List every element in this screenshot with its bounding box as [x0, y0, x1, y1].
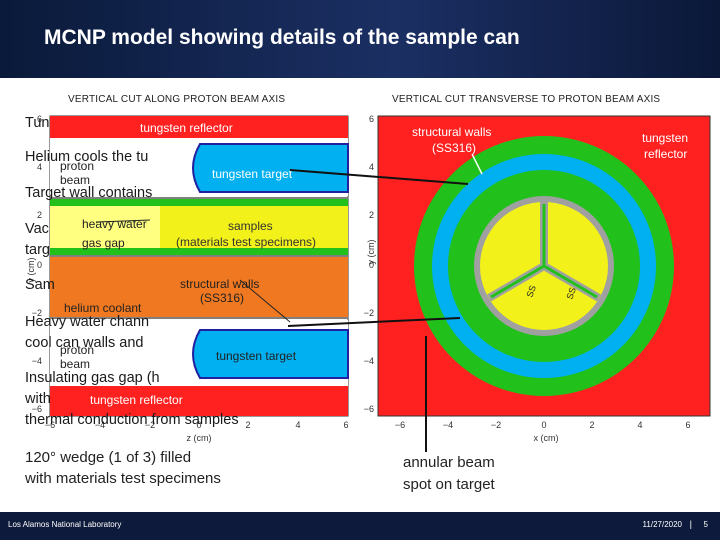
label-tungsten-reflector-top: tungsten reflector	[140, 121, 233, 135]
left-plot-caption: VERTICAL CUT ALONG PROTON BEAM AXIS	[68, 94, 286, 105]
right-ytick: −2	[364, 308, 374, 318]
bullet-line-7: Heavy water chann	[25, 314, 150, 330]
left-xtick: −6	[45, 420, 55, 430]
right-ylabel: y (cm)	[366, 240, 376, 265]
right-xtick: −2	[491, 420, 501, 430]
right-label-structural-walls-sub: (SS316)	[432, 141, 476, 155]
right-ytick: 6	[369, 114, 374, 124]
right-y-ticks: 6 4 2 0 −2 −4 −6	[364, 114, 374, 414]
left-helium-band	[50, 256, 348, 318]
footer-date: 11/27/2020	[642, 520, 682, 529]
left-ytick: −4	[32, 356, 42, 366]
left-ytick: 0	[37, 260, 42, 270]
right-ytick: −6	[364, 404, 374, 414]
left-xlabel: z (cm)	[187, 433, 212, 443]
bullet-line-9: Insulating gas gap (h	[25, 370, 160, 386]
right-label-structural-walls: structural walls	[412, 125, 491, 139]
bullet-line-11: thermal conduction from samples	[25, 412, 239, 428]
slide-title: MCNP model showing details of the sample…	[44, 26, 520, 49]
label-proton-top: proton	[60, 159, 94, 173]
left-ytick: −2	[32, 308, 42, 318]
right-wedge-channels	[490, 204, 598, 299]
left-ytick: 4	[37, 162, 42, 172]
right-channel-right	[543, 264, 598, 299]
left-xtick: 6	[343, 420, 348, 430]
right-xtick: −6	[395, 420, 405, 430]
wedge-caption-line1: 120° wedge (1 of 3) filled	[25, 449, 192, 466]
right-ytick: −4	[364, 356, 374, 366]
leader-line	[239, 279, 291, 323]
right-label-reflector: reflector	[644, 147, 687, 161]
left-target-bottom	[192, 329, 349, 379]
arrow-line	[287, 317, 461, 327]
right-plot: 6 4 2 0 −2 −4 −6 −6 −4 −2 0 2 4 6 x (cm)…	[364, 114, 711, 443]
leader-line	[95, 219, 151, 223]
slide-header: MCNP model showing details of the sample…	[0, 0, 720, 78]
left-ytick: −6	[32, 404, 42, 414]
right-xtick: 6	[685, 420, 690, 430]
left-xtick: −4	[95, 420, 105, 430]
right-ytick: 2	[369, 210, 374, 220]
left-xtick: 4	[295, 420, 300, 430]
right-x-ticks: −6 −4 −2 0 2 4 6	[395, 420, 691, 430]
right-xlabel: x (cm)	[534, 433, 559, 443]
bullet-line-2: Helium cools the tu	[25, 149, 149, 165]
right-label-tungsten: tungsten	[642, 131, 688, 145]
footer-page-number: 5	[703, 520, 708, 529]
label-beam-top: beam	[60, 173, 90, 187]
footer-lab-name: Los Alamos National Laboratory	[8, 520, 122, 529]
right-ytick: 0	[369, 260, 374, 270]
right-label-ss-b: SS	[564, 286, 578, 301]
beam-caption-line2: spot on target	[403, 476, 495, 493]
left-gasgap-band	[50, 206, 160, 248]
label-helium-coolant: helium coolant	[64, 301, 142, 315]
bullet-line-5: targ	[25, 242, 50, 258]
beam-caption-line1: annular beam	[403, 454, 495, 471]
label-proton-bottom: proton	[60, 343, 94, 357]
left-x-ticks: −6 −4 −2 0 2 4 6	[45, 420, 349, 430]
right-xtick: 2	[589, 420, 594, 430]
arrow-line	[289, 169, 469, 185]
label-structural-walls: structural walls	[180, 277, 259, 291]
right-channel-left	[490, 264, 545, 299]
bullet-line-6: Sam	[25, 277, 55, 293]
left-xtick: 2	[245, 420, 250, 430]
bullet-line-1: Tun	[25, 115, 50, 131]
right-leader-line	[471, 153, 483, 175]
bullet-line-4: Vac	[25, 221, 49, 237]
right-xtick: 0	[541, 420, 546, 430]
label-tungsten-target-top: tungsten target	[212, 167, 293, 181]
left-reflector-top	[50, 116, 348, 138]
left-ytick: 2	[37, 210, 42, 220]
wedge-caption-line2: with materials test specimens	[25, 470, 221, 487]
left-ylabel: y (cm)	[26, 258, 36, 283]
label-tungsten-target-bottom: tungsten target	[216, 349, 297, 363]
bullet-line-8: cool can walls and	[25, 335, 144, 351]
left-plot: 6 4 2 0 −2 −4 −6 −6 −4 −2 0 2 4 6 z (cm)…	[26, 114, 349, 443]
footer-separator: |	[689, 519, 692, 529]
left-target-top	[192, 143, 349, 193]
right-plot-caption: VERTICAL CUT TRANSVERSE TO PROTON BEAM A…	[392, 94, 661, 105]
right-xtick: 4	[637, 420, 642, 430]
bullet-line-10: with	[25, 391, 51, 407]
label-beam-bottom: beam	[60, 357, 90, 371]
label-structural-walls-sub: (SS316)	[200, 291, 244, 305]
left-samples-band	[160, 206, 348, 248]
left-xtick: −2	[145, 420, 155, 430]
left-y-ticks: 6 4 2 0 −2 −4 −6	[32, 114, 42, 414]
right-label-ss-a: SS	[524, 284, 538, 299]
left-xtick: 0	[196, 420, 201, 430]
right-ytick: 4	[369, 162, 374, 172]
label-samples-sub: (materials test specimens)	[176, 235, 316, 249]
label-samples: samples	[228, 219, 273, 233]
label-tungsten-reflector-bottom: tungsten reflector	[90, 393, 183, 407]
left-ytick: 6	[37, 114, 42, 124]
bullet-line-3: Target wall contains	[25, 185, 153, 201]
left-reflector-bottom	[50, 386, 348, 416]
label-gas-gap: gas gap	[82, 236, 125, 250]
slide-footer: Los Alamos National Laboratory 11/27/202…	[0, 512, 720, 540]
right-xtick: −4	[443, 420, 453, 430]
